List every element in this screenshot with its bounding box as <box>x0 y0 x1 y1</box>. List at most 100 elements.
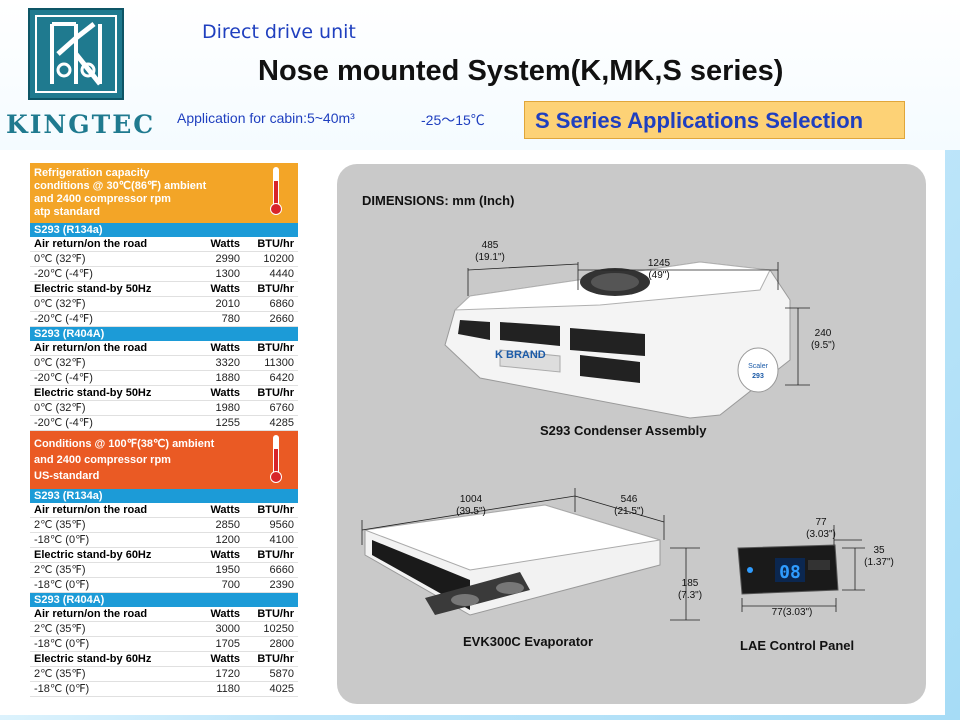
control-display-value: 08 <box>779 562 801 583</box>
row-btu: 5870 <box>269 668 294 680</box>
row-btu: 6760 <box>269 402 294 414</box>
col-btu: BTU/hr <box>257 387 294 399</box>
col-btu: BTU/hr <box>257 653 294 665</box>
group-label: Air return/on the road <box>34 504 148 516</box>
row-watts: 1720 <box>215 668 240 680</box>
col-btu: BTU/hr <box>257 238 294 250</box>
dim-inch: (39.5") <box>456 506 486 517</box>
condition-line: conditions @ 30℃(86℉) ambient <box>34 180 207 192</box>
row-watts: 1180 <box>216 683 240 695</box>
group-label: Air return/on the road <box>34 608 148 620</box>
row-btu: 11300 <box>264 357 294 369</box>
condition-line: Refrigeration capacity <box>34 167 150 179</box>
control-panel-caption: LAE Control Panel <box>740 638 855 653</box>
row-btu: 2390 <box>269 579 294 591</box>
row-btu: 4025 <box>269 683 294 695</box>
row-watts: 780 <box>221 313 240 325</box>
dim-inch: (19.1") <box>475 252 505 263</box>
row-watts: 1950 <box>215 564 240 576</box>
col-watts: Watts <box>210 283 240 295</box>
evaporator-depth-dim: 546 (21.5") <box>608 494 650 518</box>
group-label: Electric stand-by 50Hz <box>34 283 152 295</box>
row-condition: 2℃ (35℉) <box>34 564 86 576</box>
col-btu: BTU/hr <box>257 608 294 620</box>
temperature-range: -25～15℃ <box>421 112 485 128</box>
col-watts: Watts <box>210 387 240 399</box>
dim-mm: 485 <box>481 240 499 251</box>
row-watts: 1255 <box>215 417 240 429</box>
col-btu: BTU/hr <box>257 342 294 354</box>
dim-inch: (49") <box>648 270 670 281</box>
dim-inch: (9.5") <box>810 340 836 351</box>
col-watts: Watts <box>210 549 240 561</box>
condition-line: atp standard <box>34 206 101 218</box>
row-condition: -20℃ (-4℉) <box>34 313 93 325</box>
condition-line: Conditions @ 100℉(38℃) ambient <box>34 438 215 450</box>
row-watts: 700 <box>221 579 240 591</box>
evaporator-unit-image <box>364 504 661 616</box>
col-btu: BTU/hr <box>257 549 294 561</box>
evaporator-dimension-lines <box>361 488 700 621</box>
condenser-height-dim: 240 (9.5") <box>802 328 844 352</box>
col-watts: Watts <box>210 238 240 250</box>
section-header: S293 (R134a) <box>30 489 298 503</box>
row-btu: 4440 <box>269 268 294 280</box>
section-header: S293 (R404A) <box>30 593 298 607</box>
dimensions-title: DIMENSIONS: mm (Inch) <box>362 193 515 208</box>
condenser-depth-dim: 485 (19.1") <box>470 240 510 264</box>
row-watts: 1980 <box>215 402 240 414</box>
condenser-brand-label: K BRAND <box>495 349 546 361</box>
row-watts: 3000 <box>215 623 240 635</box>
row-watts: 1705 <box>215 638 240 650</box>
dim-mm: 240 <box>814 328 832 339</box>
row-watts: 2990 <box>215 253 240 265</box>
row-btu: 6660 <box>269 564 294 576</box>
col-watts: Watts <box>210 504 240 516</box>
dim-inch: (7.3") <box>677 590 703 601</box>
dim-mm: 546 <box>620 494 638 505</box>
row-watts: 1300 <box>215 268 240 280</box>
evaporator-caption: EVK300C Evaporator <box>463 634 594 649</box>
dim-mm: 185 <box>681 578 699 589</box>
control-bottom-dim: 77(3.03") <box>771 607 813 618</box>
row-condition: 2℃ (35℉) <box>34 519 86 531</box>
col-watts: Watts <box>210 608 240 620</box>
control-width-dim: 77 (3.03") <box>800 517 842 541</box>
row-condition: 2℃ (35℉) <box>34 623 86 635</box>
group-header-row: Electric stand-by 50Hz Watts BTU/hr <box>30 386 298 401</box>
brand-name: KINGTEC <box>6 110 156 139</box>
row-watts: 2010 <box>215 298 240 310</box>
condenser-width-dim: 1245 (49") <box>638 258 680 282</box>
row-condition: -20℃ (-4℉) <box>34 372 93 384</box>
group-header-row: Electric stand-by 60Hz Watts BTU/hr <box>30 548 298 563</box>
col-watts: Watts <box>210 342 240 354</box>
condition-line: US-standard <box>34 470 100 482</box>
section-header: S293 (R134a) <box>30 223 298 237</box>
group-header-row: Electric stand-by 50Hz Watts BTU/hr <box>30 282 298 297</box>
col-btu: BTU/hr <box>257 283 294 295</box>
condition-line: and 2400 compressor rpm <box>34 193 171 205</box>
row-condition: 2℃ (35℉) <box>34 668 86 680</box>
section-header: S293 (R404A) <box>30 327 298 341</box>
col-watts: Watts <box>210 653 240 665</box>
group-label: Electric stand-by 50Hz <box>34 387 152 399</box>
kingtec-logo <box>28 8 124 100</box>
row-condition: -20℃ (-4℉) <box>34 417 93 429</box>
conditions-header-100f: Conditions @ 100℉(38℃) ambient and 2400 … <box>30 431 298 489</box>
row-btu: 2800 <box>269 638 294 650</box>
condenser-unit-image: Scaler 293 K BRAND <box>444 261 791 419</box>
group-label: Electric stand-by 60Hz <box>34 549 152 561</box>
dim-inch: (21.5") <box>614 506 644 517</box>
subtitle: Direct drive unit <box>202 21 356 43</box>
row-watts: 1880 <box>215 372 240 384</box>
dim-inch: (1.37") <box>864 557 894 568</box>
